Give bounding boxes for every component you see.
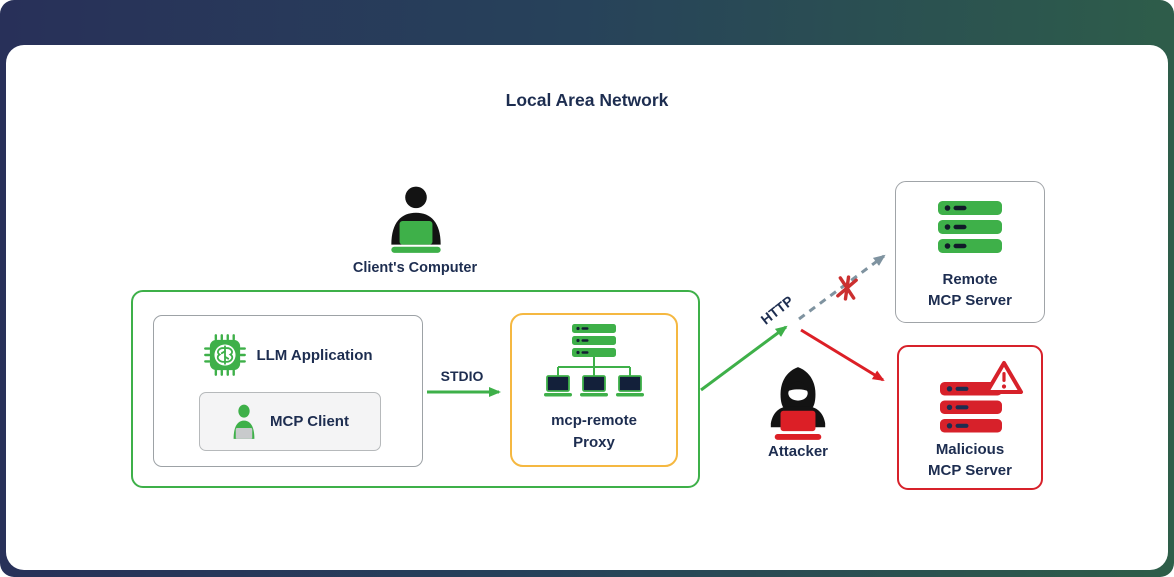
- proxy-label-line1: mcp-remote: [551, 412, 637, 429]
- malicious-mcp-server-box: Malicious MCP Server: [897, 345, 1043, 490]
- chip-brain-icon: [204, 334, 247, 376]
- remote-label-line1: Remote: [942, 271, 998, 288]
- red-asterisk-icon: [836, 275, 858, 301]
- malicious-mcp-server-label: Malicious MCP Server: [899, 439, 1041, 481]
- mcp-remote-proxy-box: mcp-remote Proxy: [510, 313, 678, 467]
- mcp-remote-proxy-label: mcp-remote Proxy: [551, 410, 637, 454]
- llm-application-label: LLM Application: [256, 346, 373, 364]
- clients-computer-figure: [379, 184, 453, 256]
- attacker-label: Attacker: [767, 443, 829, 460]
- person-at-laptop-icon: [391, 186, 441, 253]
- mcp-client-box: MCP Client: [199, 392, 381, 451]
- warning-triangle-icon: [985, 361, 1023, 394]
- proxy-label-line2: Proxy: [573, 434, 615, 451]
- remote-label-line2: MCP Server: [928, 292, 1012, 309]
- attack-route-arrow: [800, 328, 885, 382]
- diagram-title: Local Area Network: [505, 90, 669, 110]
- blocked-route-line: [798, 254, 886, 321]
- malicious-server-stack-icon: [940, 382, 1002, 433]
- malicious-label-line2: MCP Server: [928, 462, 1012, 479]
- llm-application-box: LLM Application MCP Client: [153, 315, 423, 467]
- mcp-client-label: MCP Client: [270, 413, 349, 430]
- person-icon: [233, 404, 255, 439]
- stdio-edge-label: STDIO: [440, 368, 484, 384]
- http-arrow: [700, 325, 788, 392]
- remote-mcp-server-box: Remote MCP Server: [895, 181, 1045, 323]
- remote-mcp-server-label: Remote MCP Server: [928, 269, 1012, 311]
- server-network-icon: [544, 324, 644, 397]
- clients-computer-label: Client's Computer: [352, 260, 478, 276]
- attacker-figure: [765, 365, 831, 441]
- server-stack-icon: [938, 201, 1002, 253]
- hacker-hoodie-icon: [770, 367, 826, 440]
- malicious-label-line1: Malicious: [935, 441, 1005, 458]
- lan-boundary-box: [131, 290, 700, 488]
